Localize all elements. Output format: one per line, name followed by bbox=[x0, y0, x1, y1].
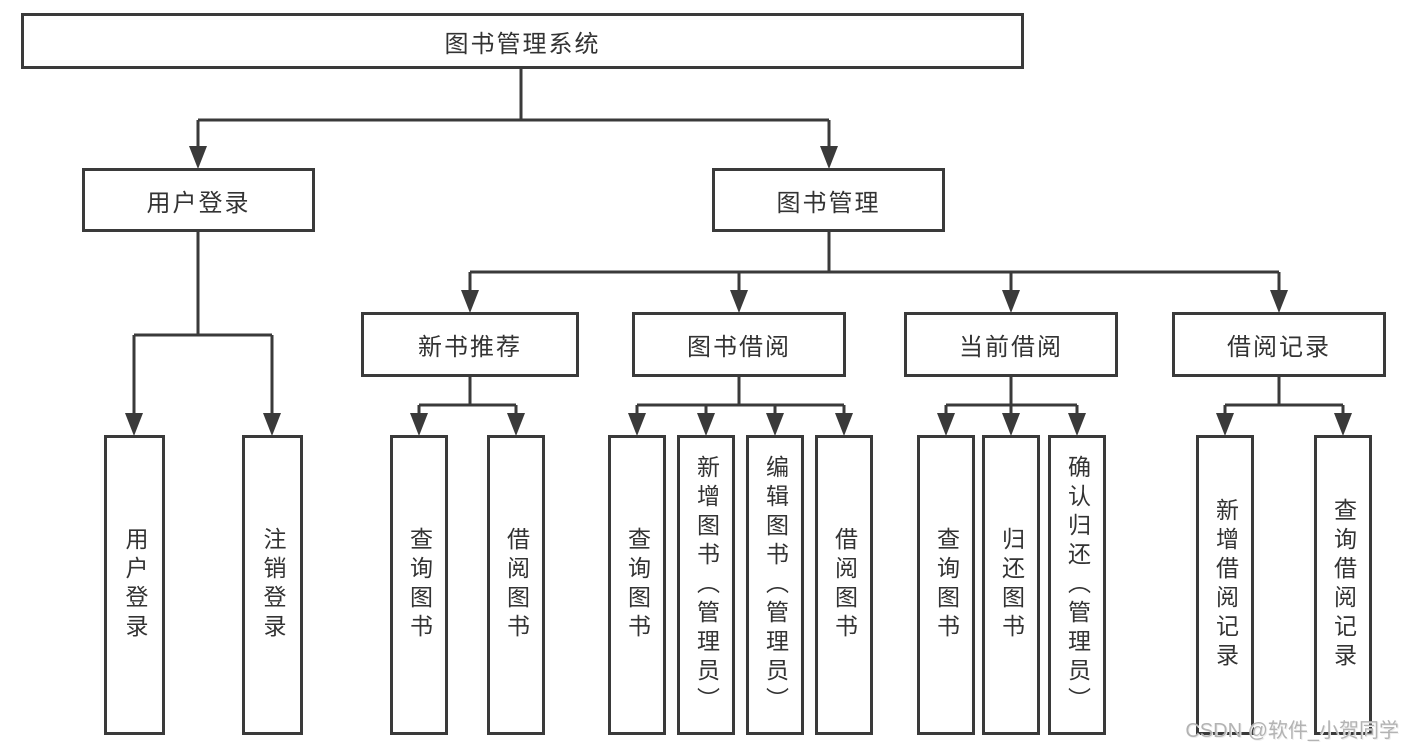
node-current-borrowing-label: 当前借阅 bbox=[959, 334, 1063, 361]
watermark: CSDN @软件_小贺同学 bbox=[1185, 720, 1399, 742]
node-library-management-system-label: 图书管理系统 bbox=[444, 30, 601, 58]
leaf-borrowing-query-books: 查询图书 bbox=[608, 435, 666, 735]
leaf-records-add-record-label: 新增借阅记录 bbox=[1212, 498, 1239, 672]
leaf-current-return-books: 归还图书 bbox=[982, 435, 1040, 735]
leaf-borrowing-add-books-admin-label: 新增图书（管理员） bbox=[693, 454, 720, 716]
leaf-records-query-record-label: 查询借阅记录 bbox=[1330, 498, 1357, 672]
leaf-recommend-borrow-books-label: 借阅图书 bbox=[503, 527, 530, 643]
node-new-book-recommend: 新书推荐 bbox=[361, 312, 579, 377]
leaf-user-login: 用户登录 bbox=[104, 435, 165, 735]
node-user-login-label: 用户登录 bbox=[146, 189, 251, 217]
leaf-current-confirm-return-admin: 确认归还（管理员） bbox=[1048, 435, 1106, 735]
node-book-management-label: 图书管理 bbox=[776, 189, 881, 217]
node-new-book-recommend-label: 新书推荐 bbox=[418, 334, 522, 361]
node-current-borrowing: 当前借阅 bbox=[904, 312, 1118, 377]
node-user-login: 用户登录 bbox=[82, 168, 315, 232]
leaf-borrowing-edit-books-admin: 编辑图书（管理员） bbox=[746, 435, 804, 735]
leaf-user-login-label: 用户登录 bbox=[122, 527, 148, 643]
leaf-current-confirm-return-admin-label: 确认归还（管理员） bbox=[1064, 454, 1091, 716]
leaf-recommend-borrow-books: 借阅图书 bbox=[487, 435, 545, 735]
leaf-borrowing-edit-books-admin-label: 编辑图书（管理员） bbox=[762, 454, 789, 716]
leaf-borrowing-borrow-books-label: 借阅图书 bbox=[831, 527, 858, 643]
leaf-current-return-books-label: 归还图书 bbox=[998, 527, 1025, 643]
leaf-recommend-query-books: 查询图书 bbox=[390, 435, 448, 735]
leaf-records-add-record: 新增借阅记录 bbox=[1196, 435, 1254, 735]
leaf-logout-label: 注销登录 bbox=[260, 527, 286, 643]
node-library-management-system: 图书管理系统 bbox=[21, 13, 1024, 69]
leaf-logout: 注销登录 bbox=[242, 435, 303, 735]
leaf-recommend-query-books-label: 查询图书 bbox=[406, 527, 433, 643]
leaf-borrowing-query-books-label: 查询图书 bbox=[624, 527, 651, 643]
leaf-records-query-record: 查询借阅记录 bbox=[1314, 435, 1372, 735]
node-book-management: 图书管理 bbox=[712, 168, 945, 232]
leaf-borrowing-borrow-books: 借阅图书 bbox=[815, 435, 873, 735]
node-borrow-records-label: 借阅记录 bbox=[1227, 334, 1331, 361]
leaf-current-query-books-label: 查询图书 bbox=[933, 527, 960, 643]
leaf-borrowing-add-books-admin: 新增图书（管理员） bbox=[677, 435, 735, 735]
node-book-borrowing: 图书借阅 bbox=[632, 312, 846, 377]
leaf-current-query-books: 查询图书 bbox=[917, 435, 975, 735]
node-borrow-records: 借阅记录 bbox=[1172, 312, 1386, 377]
node-book-borrowing-label: 图书借阅 bbox=[687, 334, 791, 361]
